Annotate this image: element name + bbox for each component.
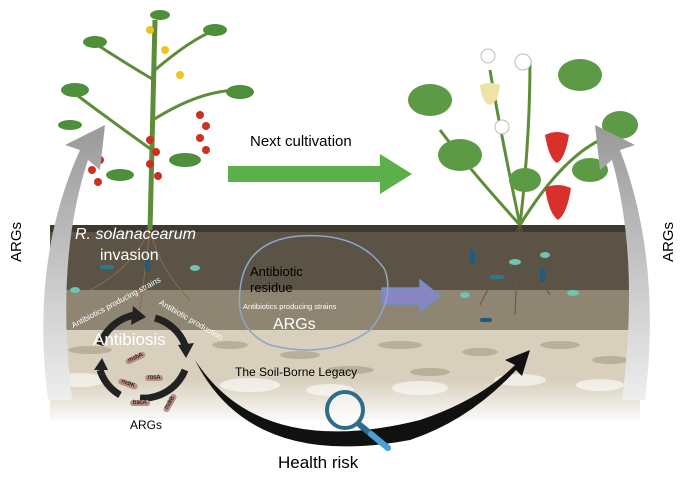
pathogen-name: R. solanacearum	[75, 226, 196, 243]
strawberry-plant	[408, 48, 638, 316]
next-cultivation-label: Next cultivation	[250, 133, 352, 150]
args-right-arrow	[595, 125, 650, 400]
antibiotic-residue-label: Antibiotic residue	[250, 264, 303, 295]
args-bottom-label: ARGs	[130, 418, 163, 432]
tomato-plant	[58, 10, 254, 311]
pathogen-invasion: invasion	[100, 247, 159, 264]
legacy-blob	[238, 234, 389, 351]
antibiosis-cycle	[96, 311, 189, 402]
health-risk-label: Health risk	[278, 453, 359, 472]
transfer-arrow	[381, 278, 442, 314]
args-right-label: ARGs	[660, 221, 677, 262]
args-left-label: ARGs	[8, 221, 25, 262]
magnifier-icon	[325, 390, 391, 451]
bacteria	[70, 250, 579, 322]
antibiotics-producing-strains-label: Antibiotics producing strains	[243, 302, 337, 311]
next-cultivation-arrow	[228, 154, 412, 194]
soil-borne-legacy-label: The Soil-Borne Legacy	[235, 365, 358, 379]
args-center-label: ARGs	[273, 316, 316, 333]
gene-badge: bacA	[130, 400, 150, 406]
args-left-arrow	[43, 125, 105, 400]
gene-badge: rosA	[145, 375, 164, 381]
antibiosis-label: Antibiosis	[93, 330, 166, 349]
health-risk-arrow	[195, 350, 530, 447]
